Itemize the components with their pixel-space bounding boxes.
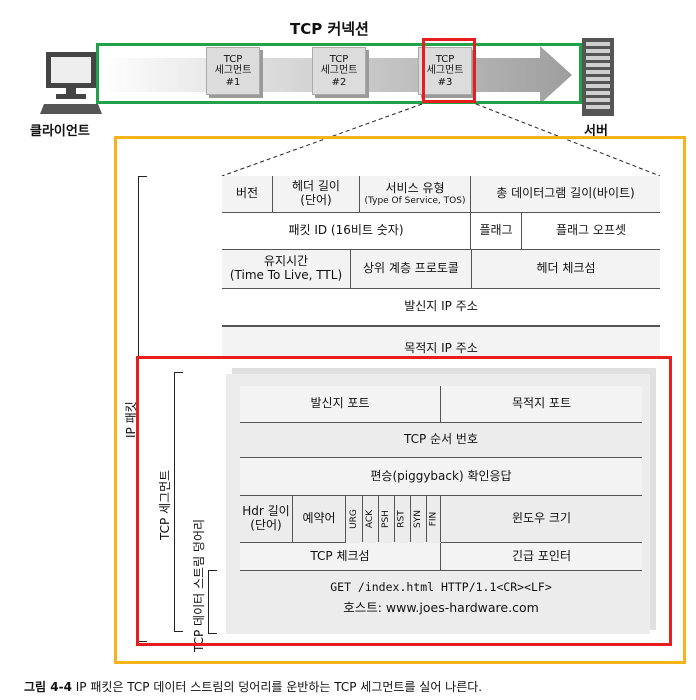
ip-packet-orange-box <box>114 136 686 664</box>
tcp-checksum-cell: TCP 체크섬 <box>240 543 441 571</box>
tcp-src-port-cell: 발신지 포트 <box>240 386 441 423</box>
ip-total-length-cell: 총 데이터그램 길이(바이트) <box>471 176 660 213</box>
tcp-flag-psh: PSH <box>378 496 395 542</box>
tcp-dst-port-cell: 목적지 포트 <box>441 386 642 423</box>
ip-src-address-cell: 발신지 IP 주소 <box>222 289 660 326</box>
tcp-flag-syn: SYN <box>410 496 427 542</box>
server-icon <box>580 36 616 118</box>
caption-prefix: 그림 4-4 <box>24 680 72 694</box>
client-computer-icon <box>38 48 108 118</box>
tcp-flag-rst: RST <box>394 496 411 542</box>
connection-title: TCP 커넥션 <box>290 20 369 38</box>
tcp-seq-cell: TCP 순서 번호 <box>240 423 642 458</box>
ip-version-cell: 버전 <box>222 176 273 213</box>
tcp-segment-3: TCP 세그먼트 #3 <box>418 47 472 95</box>
ip-flags-cell: 플래그 <box>471 213 522 250</box>
tcp-segment-highlight-box <box>136 356 672 646</box>
ip-header: 버전 헤더 길이 (단어) 서비스 유형 (Type Of Service, T… <box>222 176 660 358</box>
tcp-flag-fin: FIN <box>426 496 441 542</box>
server-label: 서버 <box>584 124 608 139</box>
ip-header-length-cell: 헤더 길이 (단어) <box>273 176 360 213</box>
ip-checksum-cell: 헤더 체크섬 <box>472 250 660 289</box>
tcp-data-bracket <box>208 570 217 634</box>
tcp-flag-urg: URG <box>346 496 363 542</box>
tcp-segment-bracket <box>174 372 183 632</box>
tcp-hdr-length-cell: Hdr 길이 (단어) <box>240 496 293 543</box>
ip-dst-address-cell: 목적지 IP 주소 <box>222 326 660 358</box>
tcp-flag-ack: ACK <box>362 496 379 542</box>
tcp-urgent-pointer-cell: 긴급 포인터 <box>441 543 642 571</box>
tcp-ack-cell: 편승(piggyback) 확인응답 <box>240 458 642 496</box>
ip-tos-cell: 서비스 유형 (Type Of Service, TOS) <box>360 176 471 213</box>
tcp-reserved-cell: 예약어 <box>293 496 346 543</box>
ip-packet-id-cell: 패킷 ID (16비트 숫자) <box>222 213 471 250</box>
connection-highlight-box <box>96 43 582 104</box>
segment-3-highlight-box <box>422 38 476 103</box>
tcp-data-block: GET /index.html HTTP/1.1<CR><LF> 호스트: ww… <box>240 572 642 624</box>
tcp-segment-2: TCP 세그먼트 #2 <box>312 47 366 95</box>
tcp-data-line-2: 호스트: www.joes-hardware.com <box>343 600 539 615</box>
tcp-window-cell: 윈도우 크기 <box>441 496 642 543</box>
tcp-header: 발신지 포트 목적지 포트 TCP 순서 번호 편승(piggyback) 확인… <box>240 386 642 571</box>
caption-text: IP 패킷은 TCP 데이터 스트림의 덩어리를 운반하는 TCP 세그먼트를 … <box>71 680 483 694</box>
tcp-segment-1: TCP 세그먼트 #1 <box>206 47 260 95</box>
ip-flag-offset-cell: 플래그 오프셋 <box>522 213 660 250</box>
ip-ttl-cell: 유지시간 (Time To Live, TTL) <box>222 250 351 289</box>
client-label: 클라이언트 <box>30 124 90 139</box>
tcp-data-line-1: GET /index.html HTTP/1.1<CR><LF> <box>330 580 552 594</box>
figure-caption: 그림 4-4 IP 패킷은 TCP 데이터 스트림의 덩어리를 운반하는 TCP… <box>24 678 482 695</box>
ip-protocol-cell: 상위 계층 프로토콜 <box>351 250 472 289</box>
